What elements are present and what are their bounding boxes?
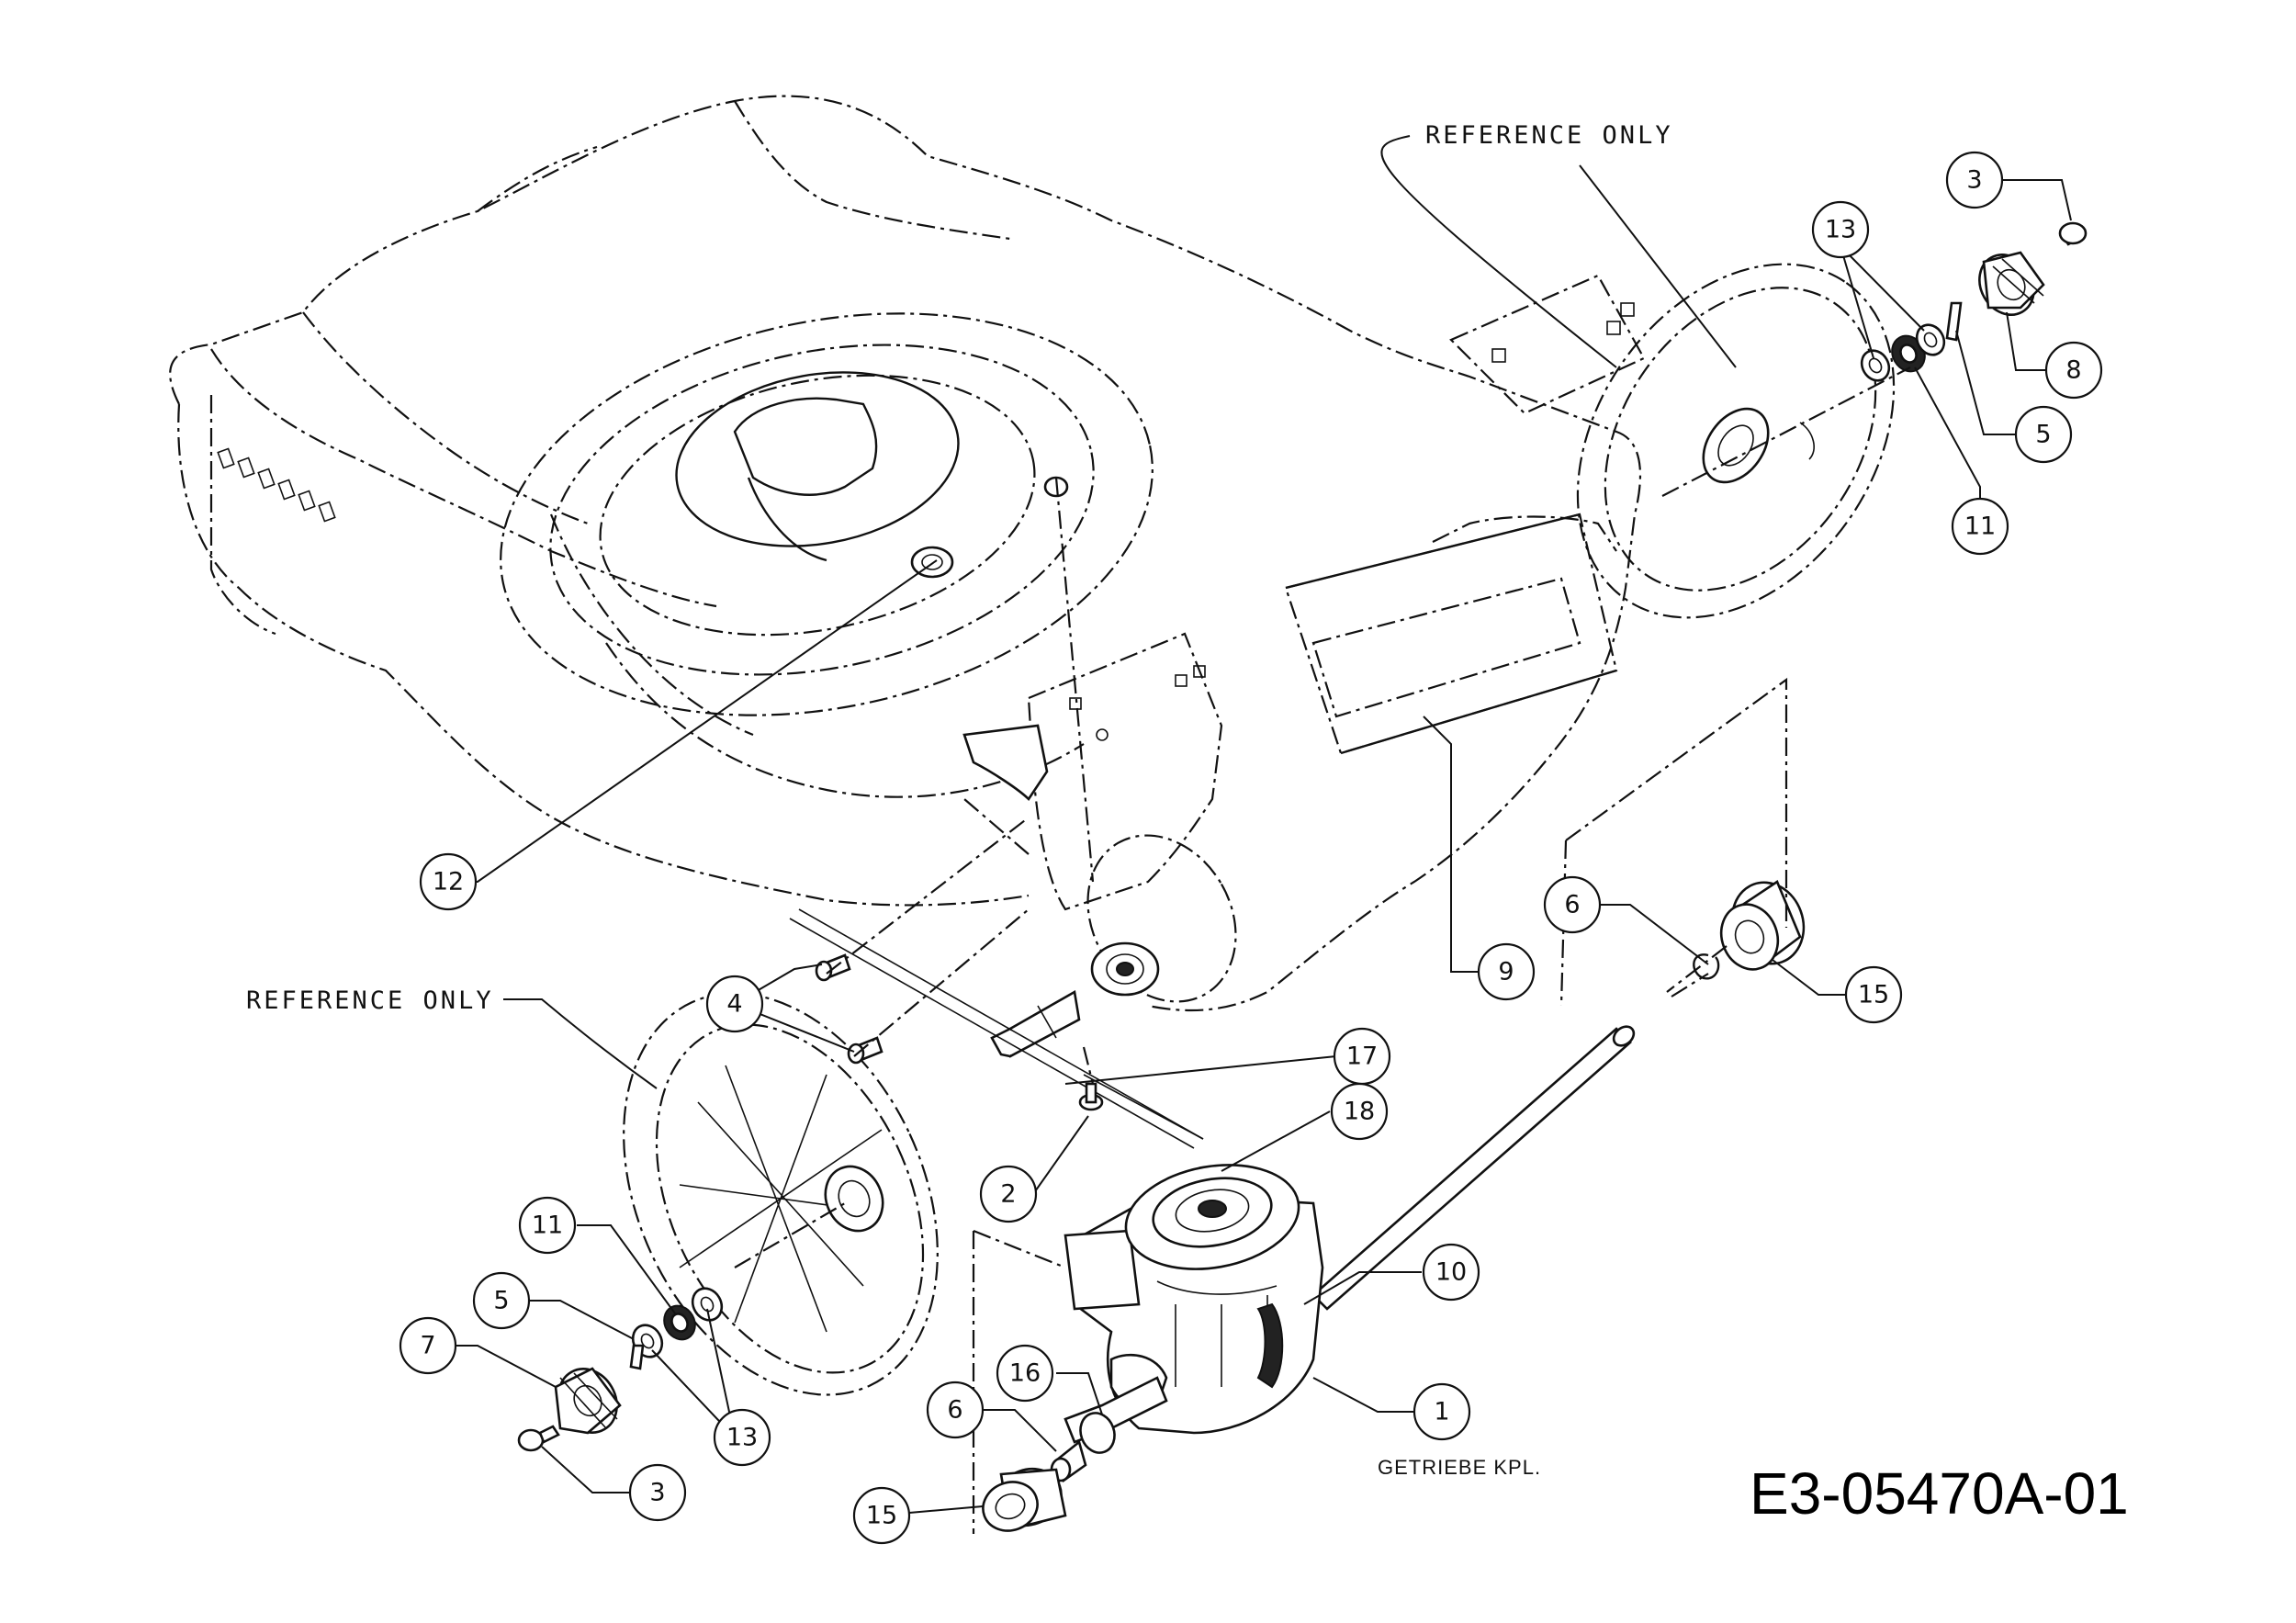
callout-1: 1 [1412,1382,1471,1441]
svg-text:1: 1 [1434,1398,1449,1426]
svg-text:3: 3 [1966,166,1982,195]
part-8-pinion-top [1978,251,2045,316]
rear-wheel-reference [1576,263,1896,619]
svg-text:15: 15 [1858,981,1889,1009]
reference-only-label-left: REFERENCE ONLY [246,986,494,1015]
callout-3: 3 [628,1463,687,1522]
svg-text:6: 6 [1564,891,1580,919]
drive-rod [789,908,1636,1311]
svg-text:9: 9 [1498,958,1514,986]
callout-6: 6 [1543,875,1602,934]
drawing-code: E3-05470A-01 [1750,1460,2129,1527]
leader-lines [448,135,2072,1514]
callout-13: 13 [713,1408,771,1467]
part-4-screws [815,953,884,1065]
deck-vent-slots [217,447,336,523]
mower-deck-outline [169,95,1642,1012]
front-bracket [962,632,1237,1058]
gearbox-assembly [1050,1164,1324,1483]
callout-5: 5 [472,1271,531,1330]
callout-18: 18 [1330,1082,1389,1141]
part-11-spring-left [663,1304,696,1341]
svg-text:13: 13 [1825,216,1856,244]
part-2-bolt [1078,1082,1104,1111]
part-5-pin-top [1945,301,1963,342]
callout-5: 5 [2014,405,2073,464]
callout-7: 7 [399,1316,457,1375]
callout-11: 11 [1951,497,2009,556]
callout-9: 9 [1477,942,1536,1001]
svg-text:3: 3 [649,1479,665,1507]
part-3-screw-left [517,1425,560,1452]
callout-6: 6 [926,1381,985,1439]
callout-4: 4 [705,975,764,1033]
part-15-bushing-left [982,1467,1067,1532]
svg-text:10: 10 [1435,1258,1467,1287]
part-3-screw-top [2058,221,2088,246]
front-wheel-reference [623,992,939,1396]
svg-text:5: 5 [2035,421,2051,449]
part-6-clip-right [1693,953,1720,980]
part-5-pin-left [629,1344,645,1370]
callout-15: 15 [1844,965,1903,1024]
part-11-spring-top [1891,334,1926,373]
svg-text:13: 13 [726,1424,758,1452]
part-15-bushing-right [1719,880,1806,971]
svg-text:2: 2 [1000,1180,1016,1209]
callout-13: 13 [1811,200,1870,259]
part-13-washers-top [1860,323,1946,382]
svg-text:4: 4 [726,990,742,1019]
svg-text:12: 12 [433,868,464,896]
gearbox-caption: GETRIEBE KPL. [1378,1456,1541,1479]
svg-text:16: 16 [1009,1359,1041,1388]
svg-text:11: 11 [1964,513,1996,541]
reference-only-label-top: REFERENCE ONLY [1425,121,1673,150]
svg-text:11: 11 [532,1212,563,1240]
svg-text:15: 15 [866,1502,897,1530]
svg-text:18: 18 [1344,1098,1375,1126]
svg-text:17: 17 [1346,1043,1378,1071]
callout-8: 8 [2044,341,2103,400]
callout-15: 15 [852,1486,911,1545]
callout-3: 3 [1945,151,2004,209]
part-7-pinion-left [554,1367,622,1435]
callouts: 3 13 8 5 11 12 6 9 15 4 17 18 2 11 10 5 … [399,151,2103,1545]
svg-text:6: 6 [947,1396,962,1425]
callout-10: 10 [1422,1243,1480,1302]
callout-16: 16 [996,1344,1054,1403]
callout-2: 2 [979,1165,1038,1223]
rear-bracket [1449,274,1646,415]
callout-12: 12 [419,852,478,911]
svg-text:5: 5 [493,1287,509,1315]
svg-text:8: 8 [2065,356,2081,385]
callout-17: 17 [1333,1027,1391,1086]
svg-text:7: 7 [420,1332,435,1360]
callout-11: 11 [518,1196,577,1255]
